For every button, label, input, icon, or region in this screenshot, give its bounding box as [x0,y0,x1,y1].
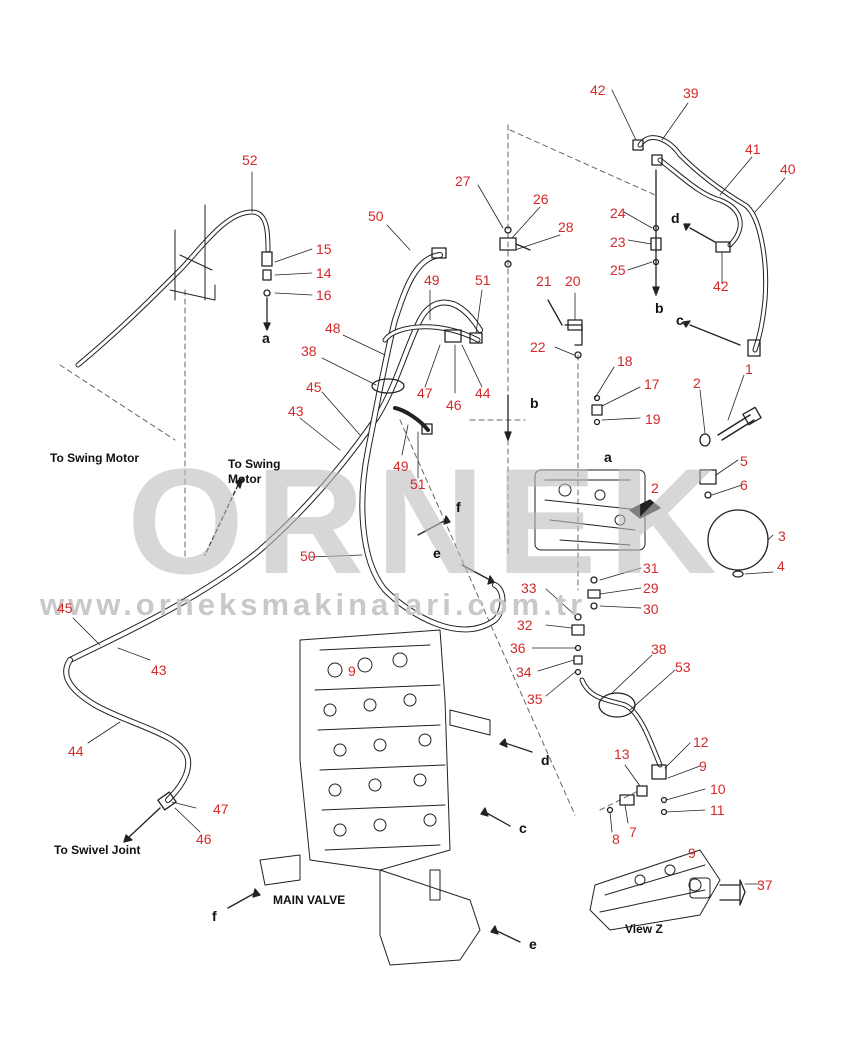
callout-51-top: 51 [475,272,491,288]
label-view-z: View Z [625,922,663,936]
callout-36: 36 [510,640,526,656]
label-to-swing-motor: To Swing Motor [50,451,140,465]
callout-7: 7 [629,824,637,840]
watermark-logo: ORNEK [127,455,729,585]
callout-41: 41 [745,141,761,157]
callout-5: 5 [740,453,748,469]
callout-51-mid: 51 [410,476,426,492]
connector-c-bottom: c [519,820,527,836]
connector-d-top: d [671,210,680,226]
callout-3: 3 [778,528,786,544]
callout-43-bottom: 43 [151,662,167,678]
callout-49-mid: 49 [393,458,409,474]
connector-e-mid: e [433,545,441,561]
label-to-swing: To Swing [228,457,281,471]
callout-4: 4 [777,558,785,574]
callout-43-top: 43 [288,403,304,419]
callout-45-bottom: 45 [57,600,73,616]
callout-9-valve: 9 [348,663,356,679]
callout-2-body: 2 [651,480,659,496]
callout-6: 6 [740,477,748,493]
callout-20: 20 [565,273,581,289]
watermark-url: www.orneksmakinalari.com.tr [40,587,587,622]
callout-18: 18 [617,353,633,369]
callout-14: 14 [316,265,332,281]
callout-42-top: 42 [590,82,606,98]
label-to-swivel-joint: To Swivel Joint [54,843,141,857]
callout-46-top: 46 [446,397,462,413]
callout-49-top: 49 [424,272,440,288]
callout-38-left: 38 [301,343,317,359]
callout-39: 39 [683,85,699,101]
connector-a-right: a [604,449,612,465]
callout-46-bottom: 46 [196,831,212,847]
callout-44-top: 44 [475,385,491,401]
callout-10: 10 [710,781,726,797]
callout-9-viewz: 9 [688,845,696,861]
callout-15: 15 [316,241,332,257]
callout-50-top: 50 [368,208,384,224]
label-main-valve: MAIN VALVE [273,893,346,907]
callout-47-bottom: 47 [213,801,229,817]
callout-12: 12 [693,734,709,750]
callout-8: 8 [612,831,620,847]
callout-21: 21 [536,273,552,289]
callout-42-right: 42 [713,278,729,294]
connector-d-bottom: d [541,752,550,768]
callout-50-mid: 50 [300,548,316,564]
callout-31: 31 [643,560,659,576]
callout-27: 27 [455,173,471,189]
callout-2-top: 2 [693,375,701,391]
callout-47-top: 47 [417,385,433,401]
callout-40: 40 [780,161,796,177]
callout-26: 26 [533,191,549,207]
callout-44-bottom: 44 [68,743,84,759]
callout-29: 29 [643,580,659,596]
callout-34: 34 [516,664,532,680]
callout-24: 24 [610,205,626,221]
callout-11: 11 [710,802,725,818]
callout-9-right: 9 [699,758,707,774]
watermark-brand: ORNEK [127,455,729,585]
label-motor: Motor [228,472,262,486]
callout-38-right: 38 [651,641,667,657]
connector-a-left: a [262,330,270,346]
callout-13: 13 [614,746,630,762]
callout-30: 30 [643,601,659,617]
callout-48: 48 [325,320,341,336]
connector-b-right: b [655,300,664,316]
callout-1: 1 [745,361,753,377]
callout-17: 17 [644,376,660,392]
callout-16: 16 [316,287,332,303]
connector-b-center: b [530,395,539,411]
callout-32: 32 [517,617,533,633]
connector-e-bottom: e [529,936,537,952]
callout-45-top: 45 [306,379,322,395]
callout-52: 52 [242,152,258,168]
callout-22: 22 [530,339,546,355]
callout-33: 33 [521,580,537,596]
callout-28: 28 [558,219,574,235]
connector-f-mid: f [456,499,461,515]
callout-35: 35 [527,691,543,707]
callout-25: 25 [610,262,626,278]
callout-19: 19 [645,411,661,427]
callout-37: 37 [757,877,773,893]
connector-c-top: c [676,312,684,328]
callout-23: 23 [610,234,626,250]
callout-53: 53 [675,659,691,675]
connector-f-bottom: f [212,908,217,924]
